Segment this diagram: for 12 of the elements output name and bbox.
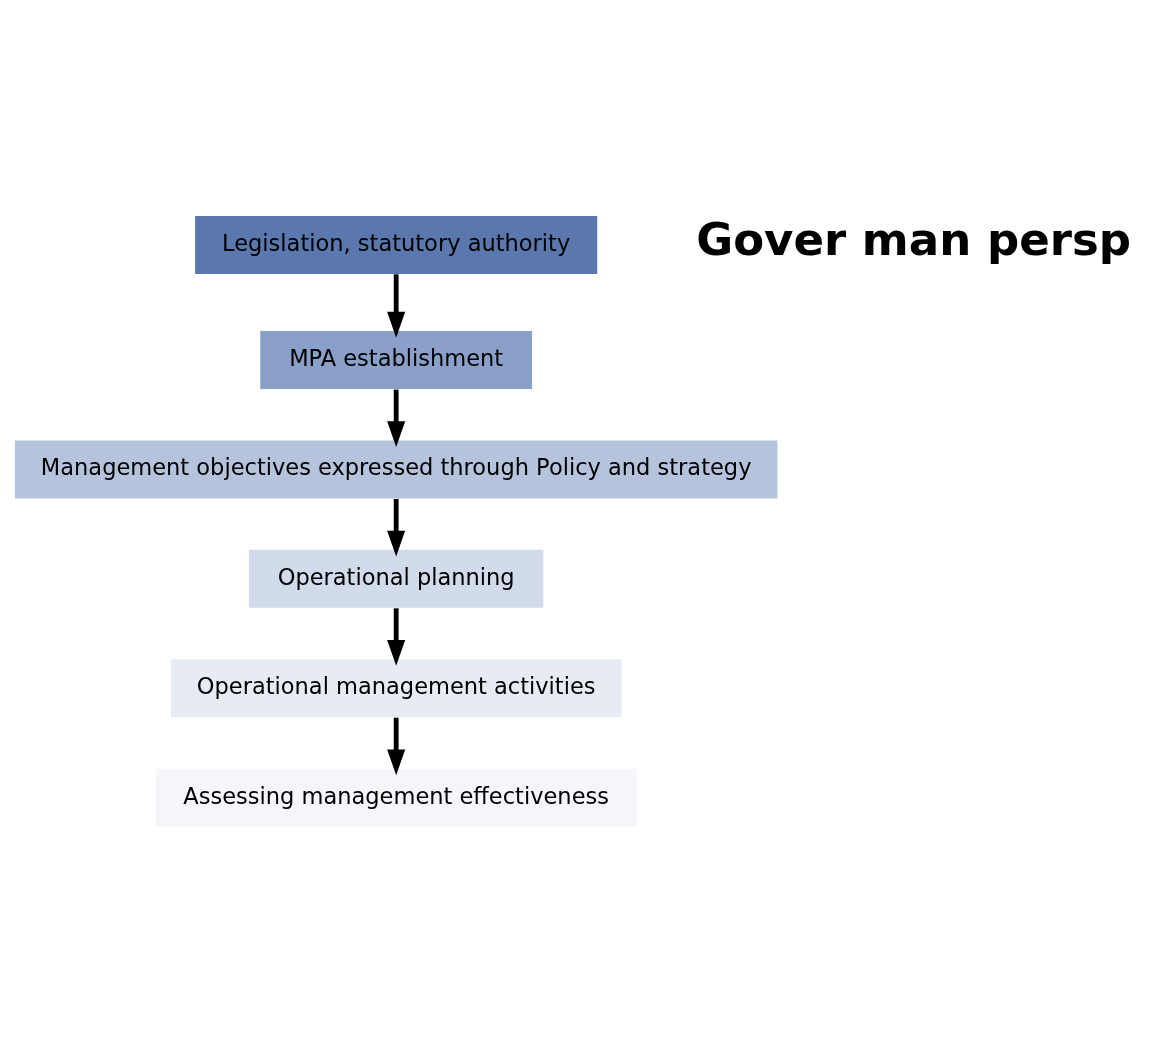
node-box: Operational management activities <box>170 659 622 718</box>
node-box: MPA establishment <box>260 331 533 389</box>
arrow <box>387 608 406 666</box>
node-box: Legislation, statutory authority <box>195 216 598 274</box>
node-box: Management objectives expressed through Policy and strategy <box>14 440 778 499</box>
arrow <box>387 498 406 557</box>
node-box: Operational planning <box>248 549 544 608</box>
arrow <box>387 717 406 776</box>
node-box: Assessing management effectiveness <box>155 768 637 827</box>
arrow <box>387 274 406 338</box>
arrow <box>387 389 406 448</box>
label: Gover man persp <box>696 212 1131 266</box>
